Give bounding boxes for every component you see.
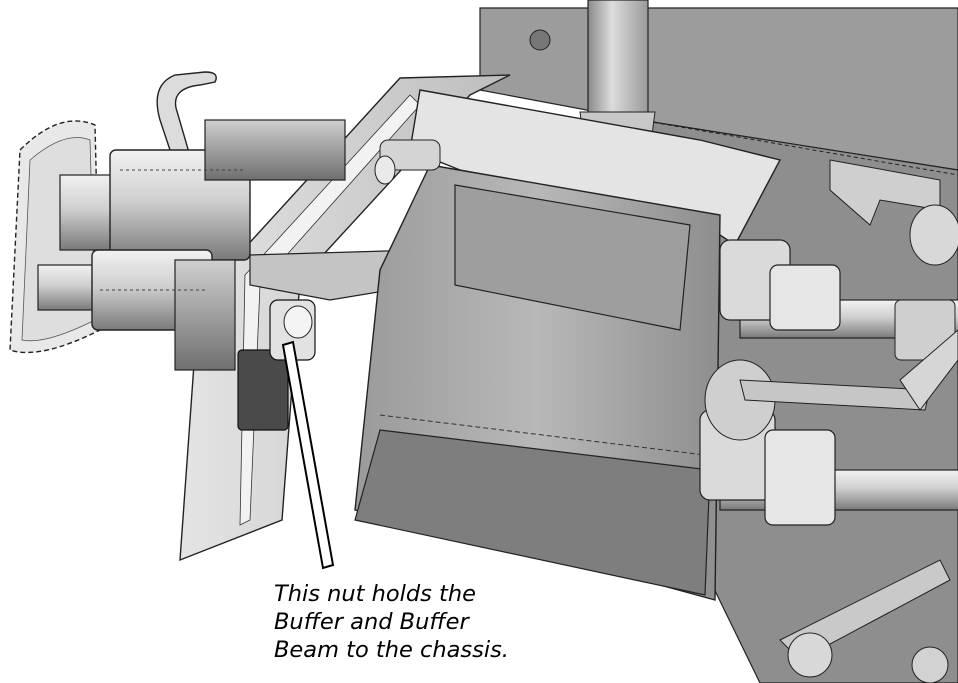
- buffer-hook: [156, 71, 217, 196]
- caption-line-2: Buffer and Buffer: [274, 609, 469, 635]
- callout-caption: This nut holds the Buffer and Buffer Bea…: [274, 580, 604, 664]
- callout-pointer: [281, 340, 335, 570]
- caption-line-3: Beam to the chassis.: [274, 637, 509, 663]
- caption-line-1: This nut holds the: [274, 581, 476, 607]
- buffer-cylinders: [37, 119, 346, 371]
- buffer-nut: [237, 299, 316, 431]
- spring-housing: [354, 89, 782, 601]
- side-rods: [699, 239, 958, 526]
- link-arms: [739, 329, 958, 683]
